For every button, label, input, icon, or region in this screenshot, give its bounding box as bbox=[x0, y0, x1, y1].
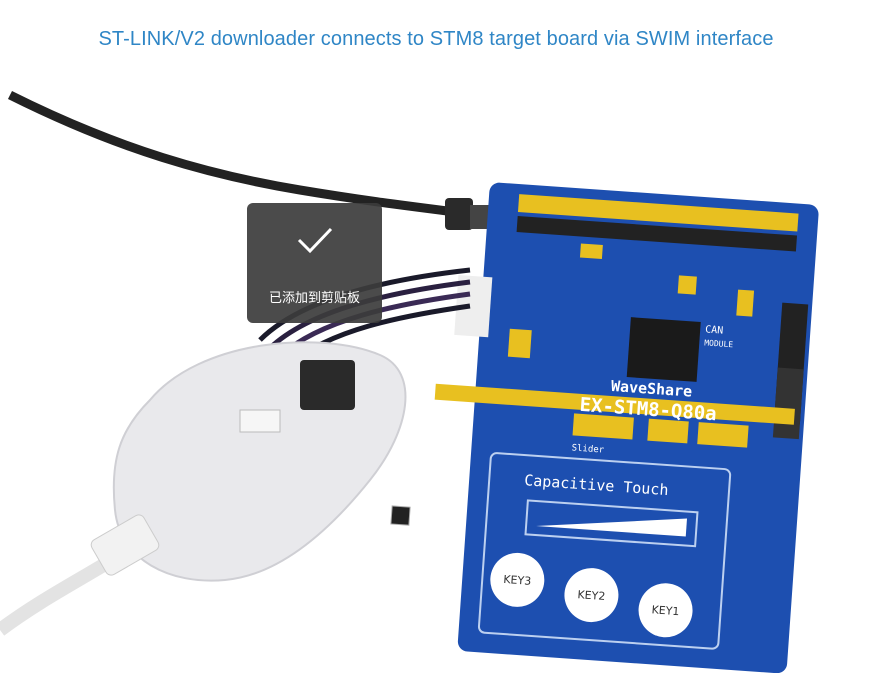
image-caption: ST-LINK/V2 downloader connects to STM8 t… bbox=[98, 28, 774, 50]
key3-pad bbox=[490, 552, 545, 607]
usb-plug bbox=[0, 514, 160, 636]
stm8-board: WaveShare EX-STM8-Q80a Slider CAN MODULE… bbox=[383, 182, 819, 673]
can-label: CAN bbox=[705, 324, 724, 336]
slider-label: Slider bbox=[571, 443, 605, 455]
key2-pad bbox=[564, 568, 619, 623]
touch-area bbox=[477, 452, 732, 650]
touch-slider bbox=[536, 518, 688, 537]
stlink-programmer bbox=[112, 341, 407, 582]
usb-cable bbox=[7, 90, 456, 217]
reset-button bbox=[390, 505, 411, 526]
toast-message: 已添加到剪贴板 bbox=[268, 291, 360, 306]
key2-label: KEY2 bbox=[577, 588, 606, 603]
programmer-port bbox=[300, 360, 355, 410]
checkmark-icon bbox=[297, 227, 332, 254]
top-pin-header bbox=[517, 194, 799, 232]
touch-keys: KEY3 KEY2 KEY1 bbox=[490, 552, 693, 638]
barrel-connector bbox=[445, 198, 473, 230]
reset-label: RESET bbox=[383, 530, 408, 541]
key1-pad bbox=[638, 583, 693, 638]
module-label: MODULE bbox=[704, 338, 734, 349]
key1-label: KEY1 bbox=[651, 603, 680, 618]
brand-label: WaveShare bbox=[610, 377, 692, 401]
clipboard-toast: 已添加到剪贴板 bbox=[247, 203, 382, 323]
mcu-chip bbox=[626, 317, 701, 382]
key3-label: KEY3 bbox=[503, 573, 532, 588]
middle-pin-header bbox=[434, 383, 795, 425]
swim-connector bbox=[454, 275, 493, 338]
